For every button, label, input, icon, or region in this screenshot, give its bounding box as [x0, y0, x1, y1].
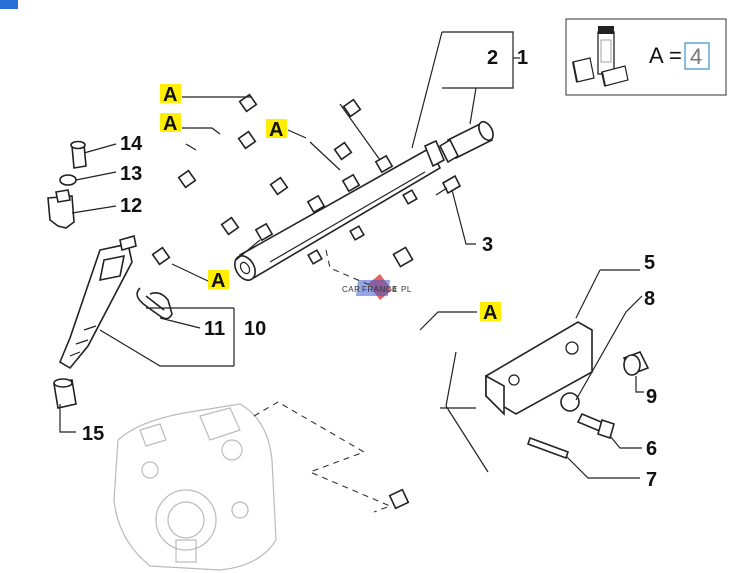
rail-pressure-sensor — [438, 120, 494, 164]
high-pressure-pump — [113, 403, 277, 571]
callout-15: 15 — [82, 423, 104, 445]
bracket-nut — [622, 350, 650, 376]
svg-text:4: 4 — [392, 285, 397, 294]
leader-lines — [59, 31, 644, 513]
injector-sleeve — [53, 378, 77, 409]
clamp-bolt — [70, 140, 87, 169]
bracket-bolt — [576, 412, 615, 440]
callout-9: 9 — [646, 386, 657, 408]
corner-marker — [0, 0, 18, 9]
watermark-logo: CAR FRANCE 4 PL — [342, 274, 412, 300]
callout-8: 8 — [644, 288, 655, 310]
bracket-stud — [526, 436, 570, 460]
callout-2: 2 — [487, 47, 498, 69]
callout-10: 10 — [244, 318, 266, 340]
pipe-label-a-5: A — [480, 302, 501, 324]
callout-7: 7 — [646, 469, 657, 491]
callout-6: 6 — [646, 438, 657, 460]
callout-13: 13 — [120, 163, 142, 185]
svg-text:PL: PL — [401, 285, 412, 294]
callout-12: 12 — [120, 195, 142, 217]
svg-text:A: A — [163, 84, 177, 106]
rail-bolt — [435, 174, 462, 196]
callout-14: 14 — [120, 133, 143, 155]
pipe-label-a-1: A — [160, 84, 181, 106]
callout-11: 11 — [204, 318, 225, 340]
injector — [58, 234, 137, 370]
pipe-label-a-2: A — [160, 113, 181, 135]
fuel-rail — [234, 139, 446, 282]
legend-label: A — [649, 43, 664, 68]
pipe-label-a-4: A — [208, 270, 229, 292]
legend-quantity-box — [684, 42, 710, 70]
legend-equals: = — [669, 43, 682, 68]
svg-text:A: A — [483, 302, 497, 324]
injector-pipes — [151, 73, 444, 510]
svg-text:A: A — [211, 270, 225, 292]
injector-clamp — [47, 189, 75, 229]
sealant-tube-icon — [572, 26, 629, 87]
injector-seal-clip — [136, 287, 173, 320]
legend-quantity: 4 — [690, 44, 702, 69]
callout-5: 5 — [644, 252, 655, 274]
pipe-label-a-3: A — [266, 119, 287, 141]
callout-3: 3 — [482, 234, 493, 256]
quantity-legend: A = 4 — [565, 18, 727, 96]
pipe-bracket — [485, 321, 593, 416]
svg-text:A: A — [163, 113, 177, 135]
svg-text:CAR: CAR — [342, 285, 360, 294]
clamp-washer — [59, 174, 77, 186]
svg-text:A: A — [269, 119, 283, 141]
svg-text:FRANCE: FRANCE — [362, 285, 398, 294]
callout-1: 1 — [517, 47, 528, 69]
bracket-washer — [560, 392, 580, 412]
